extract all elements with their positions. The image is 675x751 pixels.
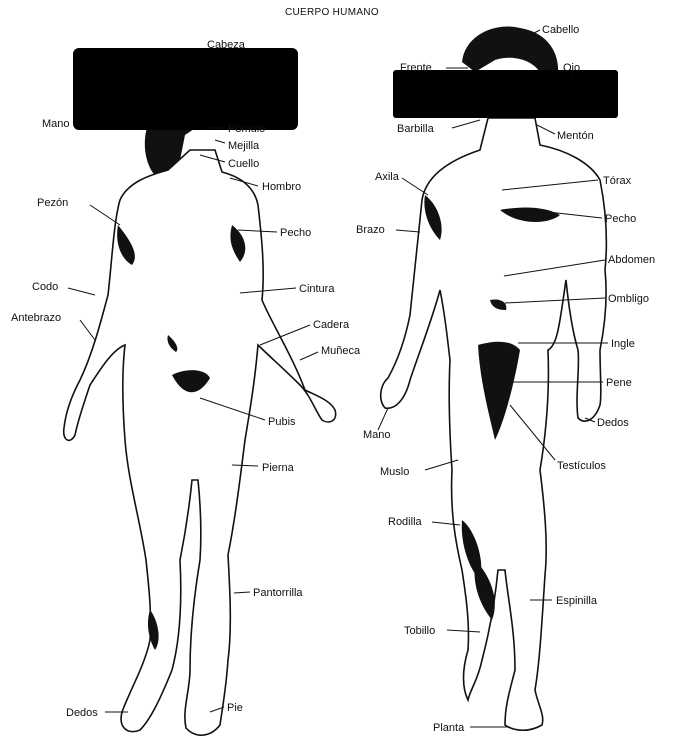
label-brazo: Brazo [356,224,385,236]
label-pecho-female: Pecho [280,227,311,239]
label-tobillo: Tobillo [404,625,435,637]
female-face-redaction-box [73,48,298,130]
label-hombro: Hombro [262,181,301,193]
label-ojo: Ojo [563,62,580,74]
diagram-title: CUERPO HUMANO [285,7,379,18]
label-torax: Tórax [603,175,632,187]
label-cuello: Cuello [228,158,259,170]
label-cintura: Cintura [299,283,335,295]
label-cadera: Cadera [313,319,350,331]
label-muslo: Muslo [380,466,409,478]
male-face-redaction-box [393,70,618,118]
label-pomulo: Pómulo [228,123,265,135]
label-abdomen: Abdomen [608,254,655,266]
label-pecho-male: Pecho [605,213,636,225]
label-barbilla: Barbilla [397,123,435,135]
label-planta: Planta [433,722,465,734]
label-codo: Codo [32,281,58,293]
label-pene: Pene [606,377,632,389]
label-cabeza: Cabeza [207,39,246,51]
label-ingle: Ingle [611,338,635,350]
label-ombligo: Ombligo [608,293,649,305]
female-figure [64,48,336,735]
label-espinilla: Espinilla [556,595,598,607]
label-pantorrilla: Pantorrilla [253,587,303,599]
label-axila: Axila [375,171,400,183]
label-testiculos: Testículos [557,460,606,472]
label-frente: Frente [400,62,432,74]
label-mano-male: Mano [363,429,391,441]
label-pierna: Pierna [262,462,295,474]
label-mejilla: Mejilla [228,140,260,152]
label-dedos-male: Dedos [597,417,629,429]
label-rodilla: Rodilla [388,516,423,528]
label-antebrazo: Antebrazo [11,312,61,324]
label-menton: Mentón [557,130,594,142]
label-pubis: Pubis [268,416,296,428]
label-muneca: Muñeca [321,345,361,357]
label-mano-female: Mano [42,118,70,130]
label-pie: Pie [227,702,243,714]
label-dedos-female: Dedos [66,707,98,719]
label-cabello: Cabello [542,24,579,36]
label-pezon: Pezón [37,197,68,209]
